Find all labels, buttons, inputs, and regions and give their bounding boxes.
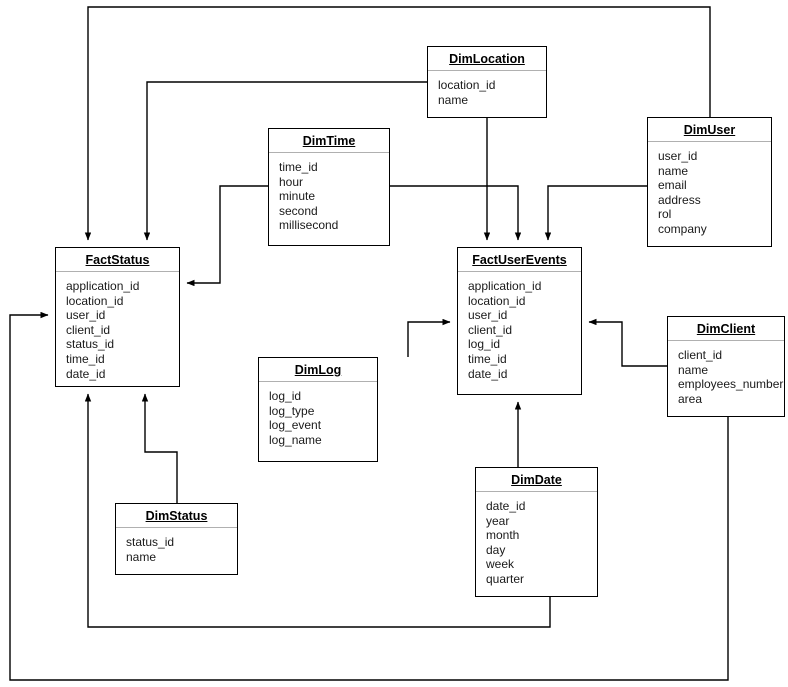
field-row: quarter xyxy=(486,571,525,586)
relationship-dim_status-to-fact_status xyxy=(141,393,178,503)
field-row: status_id xyxy=(126,535,175,549)
field-row: week xyxy=(486,557,515,572)
relationship-dim_date-to-fact_status xyxy=(84,393,551,628)
entity-title-dim_location: DimLocation xyxy=(428,47,546,71)
relationship-dim_client-to-fact_status xyxy=(9,311,729,681)
entity-title-dim_date: DimDate xyxy=(476,468,597,492)
field-row: name xyxy=(678,362,709,377)
relationship-dim_client-to-fact_user_events xyxy=(588,318,667,367)
relationship-dim_user-to-fact_user_events xyxy=(544,185,647,241)
field-row: user_id xyxy=(66,308,106,323)
field-row: name xyxy=(438,92,469,107)
entity-title-dim_status: DimStatus xyxy=(116,504,237,528)
entity-title-dim_user: DimUser xyxy=(648,118,771,142)
relationship-dim_user-to-fact_status xyxy=(84,6,711,241)
field-row: year xyxy=(486,513,510,528)
field-row: time_id xyxy=(279,160,318,174)
field-row: employees_number xyxy=(678,377,784,392)
field-row: date_id xyxy=(66,366,106,381)
field-row: user_id xyxy=(658,149,698,163)
field-row: company xyxy=(658,221,707,236)
field-row: time_id xyxy=(66,351,105,366)
field-row: log_name xyxy=(269,432,322,447)
field-row: day xyxy=(486,542,506,557)
field-row: client_id xyxy=(468,322,513,337)
field-row: client_id xyxy=(678,348,723,362)
field-row: location_id xyxy=(438,78,496,92)
field-row: name xyxy=(658,163,689,178)
field-row: email xyxy=(658,178,687,193)
field-row: second xyxy=(279,203,318,218)
entity-title-dim_log: DimLog xyxy=(259,358,377,382)
field-row: application_id xyxy=(468,279,542,293)
field-row: log_id xyxy=(468,337,501,352)
field-row: address xyxy=(658,192,701,207)
field-row: date_id xyxy=(486,499,526,513)
entity-title-fact_status: FactStatus xyxy=(56,248,179,272)
field-row: log_event xyxy=(269,418,322,433)
field-row: rol xyxy=(658,207,672,222)
relationship-dim_log-to-fact_user_events xyxy=(407,318,451,357)
field-row: status_id xyxy=(66,337,115,352)
field-row: user_id xyxy=(468,308,508,323)
relationship-dim_location-to-fact_status xyxy=(143,81,427,241)
field-row: date_id xyxy=(468,366,508,381)
entity-title-dim_client: DimClient xyxy=(668,317,784,341)
field-row: millisecond xyxy=(279,218,339,233)
field-row: application_id xyxy=(66,279,140,293)
entity-title-fact_user_events: FactUserEvents xyxy=(458,248,581,272)
field-row: log_type xyxy=(269,403,315,418)
field-row: client_id xyxy=(66,322,111,337)
field-row: time_id xyxy=(468,351,507,366)
field-row: hour xyxy=(279,174,304,189)
field-row: month xyxy=(486,528,520,543)
relationship-dim_time-to-fact_status xyxy=(186,185,268,287)
relationship-dim_time-to-fact_user_events xyxy=(390,185,522,241)
field-row: location_id xyxy=(66,293,124,308)
field-row: minute xyxy=(279,189,316,204)
field-row: name xyxy=(126,549,157,564)
field-row: log_id xyxy=(269,389,302,403)
entity-title-dim_time: DimTime xyxy=(269,129,389,153)
field-row: area xyxy=(678,391,703,406)
field-row: location_id xyxy=(468,293,526,308)
